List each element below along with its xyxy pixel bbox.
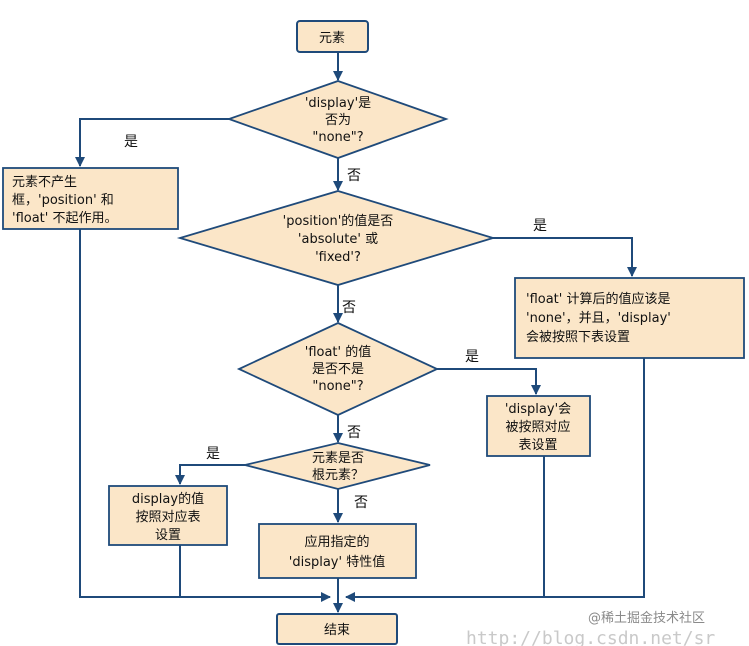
edge-root-yes bbox=[175, 464, 245, 485]
box-absolute-result: 'float' 计算后的值应该是 'none'，并且，'display' 会被按… bbox=[514, 277, 745, 359]
decision-float-line-2: 是否不是 bbox=[312, 362, 364, 377]
root-box-line-3: 设置 bbox=[155, 528, 181, 543]
decision-display-line-2: 否为 bbox=[325, 113, 351, 128]
decision-display-line-1: 'display'是 bbox=[305, 96, 371, 111]
decision-root-line-1: 元素是否 bbox=[312, 451, 364, 466]
no-box-line-3: 'float' 不起作用。 bbox=[12, 211, 118, 226]
abs-box-line-3: 会被按照下表设置 bbox=[526, 330, 630, 345]
box-float-result: 'display'会 被按照对应 表设置 bbox=[486, 395, 591, 457]
decision-float-line-1: 'float' 的值 bbox=[305, 344, 372, 360]
root-box-line-1: display的值 bbox=[132, 491, 204, 507]
root-box-line-2: 按照对应表 bbox=[135, 509, 200, 525]
label-display-no: 否 bbox=[347, 168, 361, 184]
decision-display-none: 'display'是 否为 "none"? bbox=[226, 80, 449, 159]
edge-labels: 是 否 是 否 是 否 是 否 bbox=[124, 134, 547, 511]
box-apply-display: 应用指定的 'display' 特性值 bbox=[258, 523, 417, 579]
decision-position: 'position'的值是否 'absolute' 或 'fixed'? bbox=[176, 190, 497, 286]
label-display-yes: 是 bbox=[124, 134, 138, 150]
label-root-no: 否 bbox=[354, 495, 368, 511]
edge-position-yes bbox=[493, 237, 637, 277]
apply-box-line-2: 'display' 特性值 bbox=[289, 554, 385, 570]
decision-display-line-3: "none"? bbox=[312, 130, 363, 145]
float-box-line-1: 'display'会 bbox=[505, 402, 571, 417]
box-no-box-generated: 元素不产生 框，'position' 和 'float' 不起作用。 bbox=[2, 167, 179, 230]
decision-root-line-2: 根元素？ bbox=[312, 468, 364, 483]
edge-nobox-to-end bbox=[79, 229, 331, 602]
no-box-line-2: 框，'position' 和 bbox=[12, 193, 114, 208]
float-box-line-2: 被按照对应 bbox=[505, 419, 570, 435]
apply-box-line-1: 应用指定的 bbox=[304, 534, 369, 550]
edge-display-yes bbox=[75, 118, 229, 167]
start-label: 元素 bbox=[319, 31, 345, 46]
connectors bbox=[75, 52, 645, 613]
decision-position-line-1: 'position'的值是否 bbox=[283, 213, 394, 229]
end-node: 结束 bbox=[276, 613, 398, 645]
label-position-yes: 是 bbox=[533, 218, 547, 234]
label-float-yes: 是 bbox=[465, 349, 479, 365]
abs-box-line-1: 'float' 计算后的值应该是 bbox=[526, 291, 671, 307]
decision-root: 元素是否 根元素？ bbox=[244, 442, 431, 490]
float-box-line-3: 表设置 bbox=[518, 438, 557, 453]
end-label: 结束 bbox=[324, 623, 350, 638]
decision-float: 'float' 的值 是否不是 "none"? bbox=[236, 322, 440, 416]
label-float-no: 否 bbox=[347, 425, 361, 441]
no-box-line-1: 元素不产生 bbox=[12, 175, 77, 190]
watermark-url: http://blog.csdn.net/sr bbox=[466, 628, 715, 646]
edge-float-yes bbox=[437, 368, 541, 395]
label-position-no: 否 bbox=[342, 300, 356, 316]
start-node: 元素 bbox=[296, 20, 369, 53]
label-root-yes: 是 bbox=[206, 446, 220, 462]
abs-box-line-2: 'none'，并且，'display' bbox=[526, 311, 671, 326]
watermark-site: @稀土掘金技术社区 bbox=[588, 610, 705, 626]
decision-position-line-3: 'fixed'? bbox=[315, 250, 361, 265]
decision-position-line-2: 'absolute' 或 bbox=[298, 232, 378, 247]
box-root-result: display的值 按照对应表 设置 bbox=[108, 485, 228, 546]
edge-absbox-to-end bbox=[345, 358, 645, 602]
decision-float-line-3: "none"? bbox=[312, 379, 363, 394]
